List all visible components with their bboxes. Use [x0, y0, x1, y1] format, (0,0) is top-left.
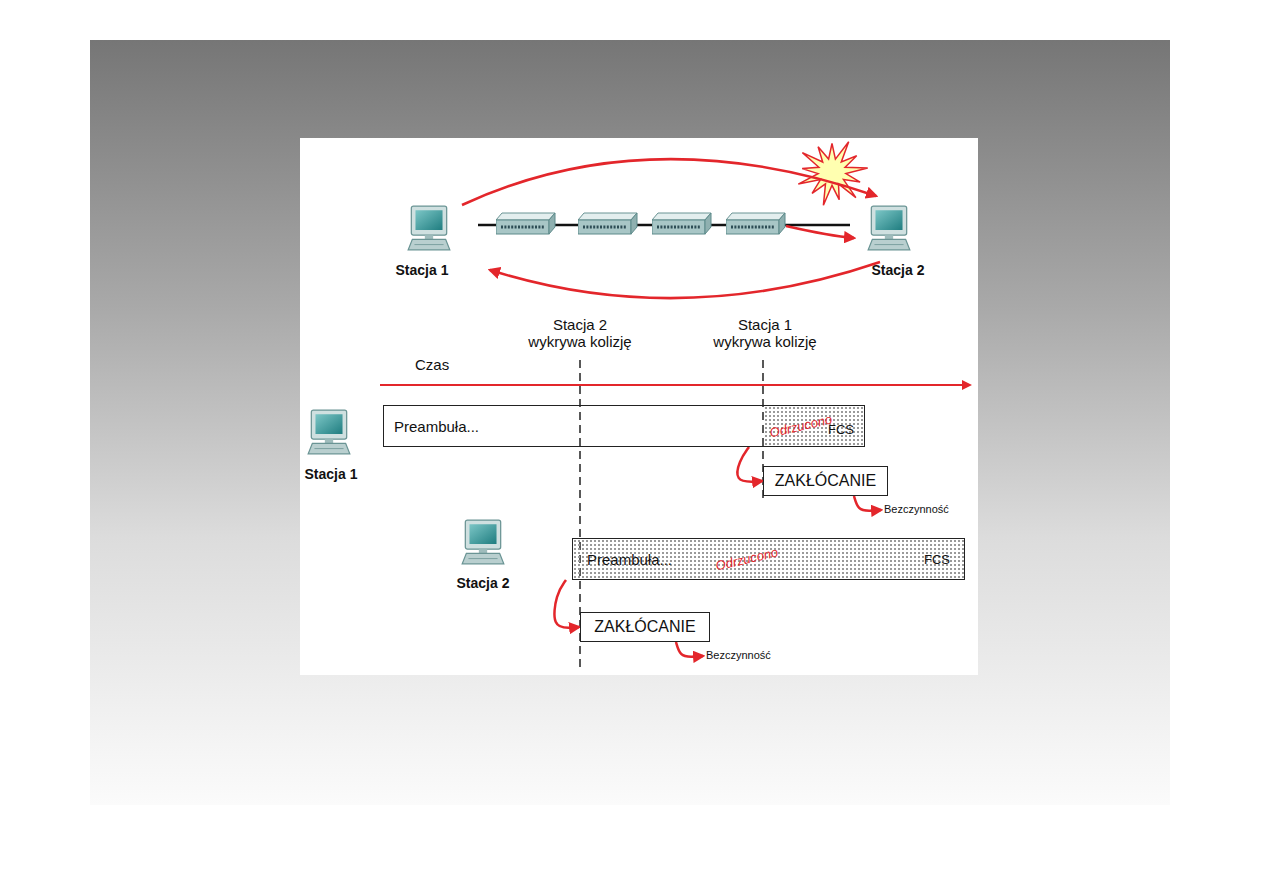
event-label: Stacja 1 wykrywa kolizję — [709, 316, 821, 350]
fcs-field: FCS — [828, 422, 854, 437]
station-label: Stacja 2 — [872, 262, 925, 278]
station-label: Stacja 2 — [457, 575, 510, 591]
event-label: Stacja 2 wykrywa kolizję — [524, 316, 636, 350]
idle-label: Bezczynność — [884, 503, 949, 515]
frame-to-jam-arrow — [554, 580, 579, 628]
fcs-field: FCS — [924, 552, 950, 567]
idle-label: Bezczynność — [706, 649, 771, 661]
frame-box: Preambuła...OdrzuconoFCS — [572, 538, 965, 580]
station-label: Stacja 1 — [396, 262, 449, 278]
jam-text: ZAKŁÓCANIE — [594, 618, 695, 636]
jam-signal-box: ZAKŁÓCANIE — [580, 612, 710, 642]
jam-text: ZAKŁÓCANIE — [775, 472, 876, 490]
frame-text: Preambuła... — [394, 418, 479, 435]
jam-signal-box: ZAKŁÓCANIE — [763, 466, 888, 496]
frame-text: Preambuła... — [587, 551, 672, 568]
axis-label: Czas — [415, 356, 449, 373]
frame-to-jam-arrow — [737, 447, 762, 482]
frame-box: Preambuła...OdrzuconoFCS — [383, 405, 865, 447]
station-label: Stacja 1 — [305, 466, 358, 482]
